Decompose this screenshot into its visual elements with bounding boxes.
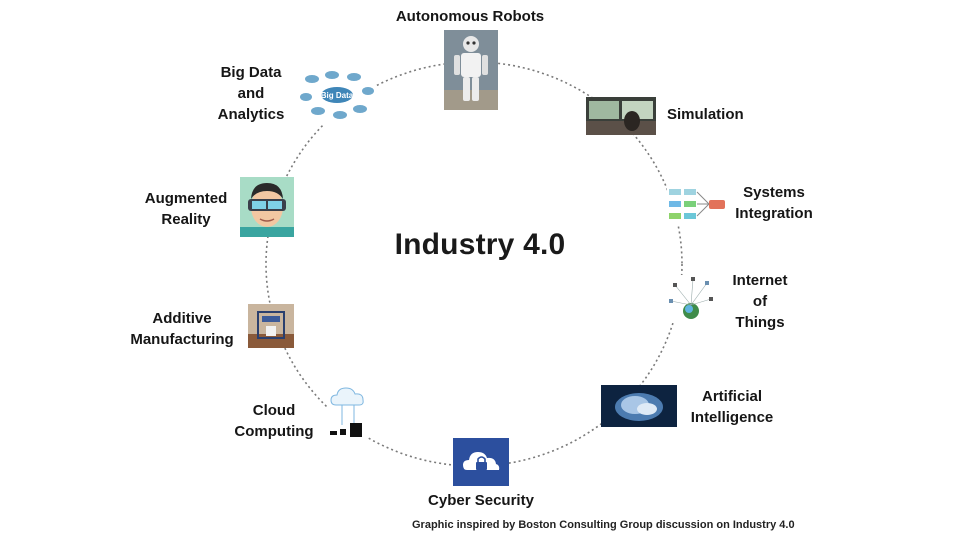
brain-icon <box>601 385 677 427</box>
vr-headset-person-icon <box>240 177 294 237</box>
label-internet-of-things: Internet of Things <box>732 272 788 331</box>
robot-icon <box>444 30 498 110</box>
label-artificial-intelligence: Artificial Intelligence <box>690 388 774 426</box>
label-systems-integration: Systems Integration <box>735 184 813 222</box>
label-cloud-computing: Cloud Computing <box>234 402 314 440</box>
data-clouds-icon: Big Data <box>298 67 376 125</box>
label-simulation: Simulation <box>667 106 744 123</box>
label-big-data-and-analytics: Big Data and Analytics <box>217 64 285 123</box>
label-cyber-security: Cyber Security <box>428 492 534 509</box>
source-caption: Graphic inspired by Boston Consulting Gr… <box>412 519 795 531</box>
3d-printer-icon <box>248 304 294 348</box>
cloud-lock-icon <box>453 438 509 486</box>
flowchart-icon <box>667 186 727 224</box>
simulation-screens-icon <box>586 97 656 135</box>
label-additive-manufacturing: Additive Manufacturing <box>130 310 234 348</box>
diagram-title: Industry 4.0 <box>394 228 566 261</box>
big-data-icon-text: Big Data <box>321 91 354 100</box>
globe-network-icon <box>667 275 717 323</box>
cloud-devices-icon <box>328 385 368 441</box>
label-augmented-reality: Augmented Reality <box>144 190 228 228</box>
label-autonomous-robots: Autonomous Robots <box>395 8 545 25</box>
